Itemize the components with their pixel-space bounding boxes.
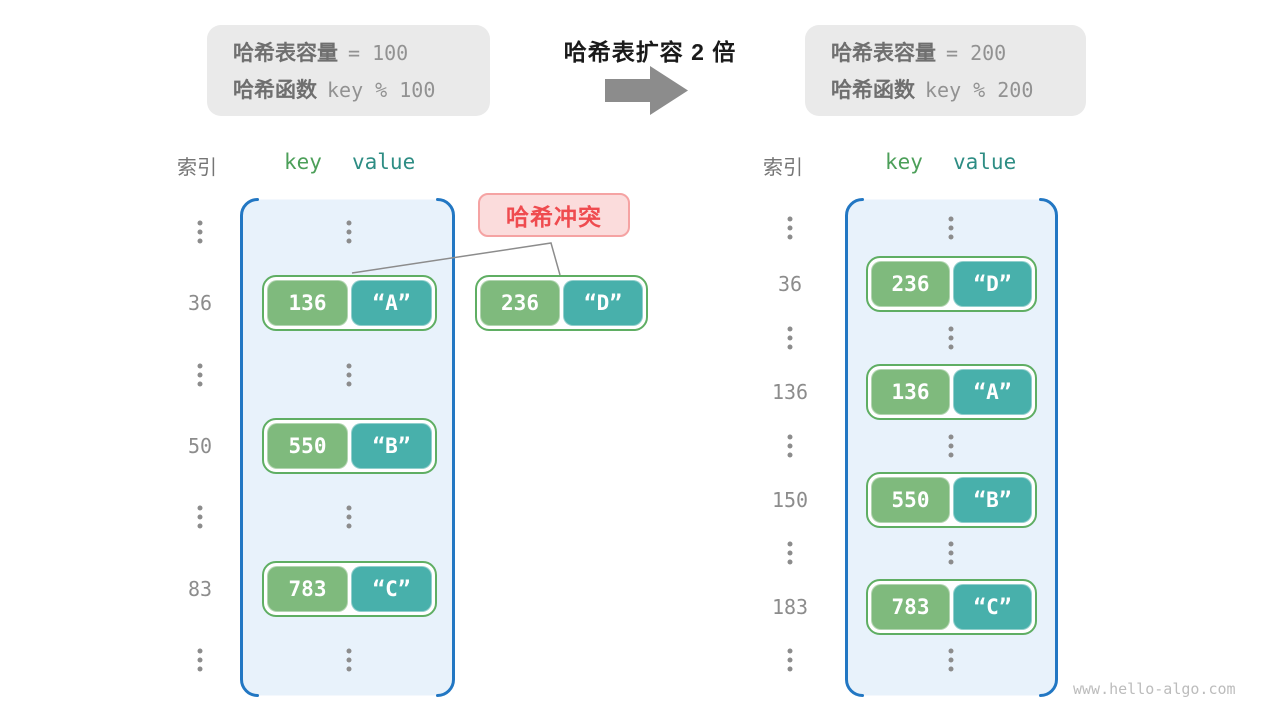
ellipsis-icon [197, 505, 203, 529]
right-capacity-info-box: 哈希表容量 = 200 哈希函数 key % 200 [805, 25, 1086, 116]
right-index-header: 索引 [763, 157, 803, 179]
hash-function-row: 哈希函数 key % 100 [233, 74, 490, 104]
ellipsis-icon [787, 216, 793, 240]
left-key-header: key [284, 150, 322, 174]
index-label: 183 [771, 595, 809, 619]
ellipsis-icon [948, 326, 954, 350]
ellipsis-icon [197, 363, 203, 387]
right-value-header: value [953, 150, 1017, 174]
left-index-header: 索引 [177, 157, 217, 179]
kv-pair-136-A: 136 “A” [866, 364, 1037, 420]
hash-function-value: key % 200 [925, 78, 1034, 102]
ellipsis-icon [787, 326, 793, 350]
value-box: “B” [351, 423, 432, 469]
index-label: 150 [771, 488, 809, 512]
kv-pair-550-B: 550 “B” [262, 418, 437, 474]
hash-function-value: key % 100 [327, 78, 436, 102]
value-box: “D” [953, 261, 1032, 307]
ellipsis-icon [948, 216, 954, 240]
value-box: “C” [953, 584, 1032, 630]
ellipsis-icon [787, 541, 793, 565]
value-box: “A” [953, 369, 1032, 415]
ellipsis-icon [948, 434, 954, 458]
key-box: 136 [267, 280, 348, 326]
key-box: 783 [871, 584, 950, 630]
capacity-value: = 100 [348, 41, 409, 65]
expand-arrow-icon [605, 66, 688, 115]
index-label: 36 [187, 291, 213, 315]
capacity-row: 哈希表容量 = 200 [831, 37, 1086, 67]
capacity-row: 哈希表容量 = 100 [233, 37, 490, 67]
hash-collision-label: 哈希冲突 [478, 193, 630, 237]
ellipsis-icon [197, 648, 203, 672]
index-label: 136 [771, 380, 809, 404]
hash-function-row: 哈希函数 key % 200 [831, 74, 1086, 104]
ellipsis-icon [787, 434, 793, 458]
ellipsis-icon [197, 220, 203, 244]
value-box: “A” [351, 280, 432, 326]
kv-pair-236-D: 236 “D” [866, 256, 1037, 312]
ellipsis-icon [346, 505, 352, 529]
capacity-label: 哈希表容量 [831, 42, 936, 65]
ellipsis-icon [948, 648, 954, 672]
ellipsis-icon [346, 648, 352, 672]
left-value-header: value [352, 150, 416, 174]
key-box: 783 [267, 566, 348, 612]
kv-pair-783-C: 783 “C” [866, 579, 1037, 635]
ellipsis-icon [787, 648, 793, 672]
key-box: 236 [871, 261, 950, 307]
value-box: “C” [351, 566, 432, 612]
index-label: 50 [187, 434, 213, 458]
expand-title: 哈希表扩容 2 倍 [563, 39, 737, 65]
ellipsis-icon [346, 220, 352, 244]
kv-pair-136-A: 136 “A” [262, 275, 437, 331]
watermark: www.hello-algo.com [1073, 680, 1236, 698]
right-key-header: key [885, 150, 923, 174]
value-box: “D” [563, 280, 643, 326]
key-box: 136 [871, 369, 950, 415]
key-box: 550 [267, 423, 348, 469]
key-box: 236 [480, 280, 560, 326]
hash-function-label: 哈希函数 [233, 79, 317, 102]
kv-pair-783-C: 783 “C” [262, 561, 437, 617]
kv-pair-236-D-colliding: 236 “D” [475, 275, 648, 331]
capacity-label: 哈希表容量 [233, 42, 338, 65]
ellipsis-icon [948, 541, 954, 565]
index-label: 36 [777, 272, 803, 296]
capacity-value: = 200 [946, 41, 1007, 65]
key-box: 550 [871, 477, 950, 523]
left-capacity-info-box: 哈希表容量 = 100 哈希函数 key % 100 [207, 25, 490, 116]
hash-function-label: 哈希函数 [831, 79, 915, 102]
value-box: “B” [953, 477, 1032, 523]
index-label: 83 [187, 577, 213, 601]
ellipsis-icon [346, 363, 352, 387]
kv-pair-550-B: 550 “B” [866, 472, 1037, 528]
